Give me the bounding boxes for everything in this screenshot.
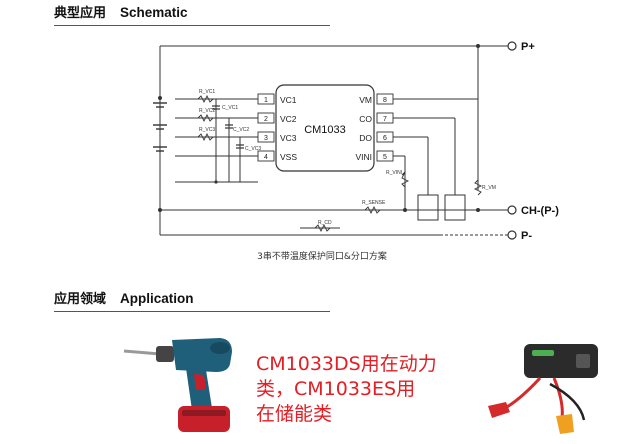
application-heading-en: Application bbox=[120, 291, 194, 306]
application-heading-rule bbox=[54, 311, 330, 312]
application-line-3: 在储能类 bbox=[256, 403, 333, 425]
label-rvc3: R_VC3 bbox=[199, 127, 215, 133]
schematic-heading: 典型应用 Schematic bbox=[54, 2, 188, 21]
label-rvc2: R_VC2 bbox=[199, 108, 215, 114]
pin-7-number: 7 bbox=[383, 116, 387, 123]
pin-1-number: 1 bbox=[264, 97, 268, 104]
pin-label-vm: VM bbox=[359, 95, 372, 105]
schematic-caption: 3串不带温度保护同口&分口方案 bbox=[257, 252, 387, 262]
chip-name: CM1033 bbox=[304, 124, 346, 136]
pin-label-do: DO bbox=[359, 133, 372, 143]
label-cvc2: C_VC2 bbox=[233, 127, 249, 133]
schematic-heading-cn: 典型应用 bbox=[54, 6, 107, 21]
terminal-ch-p-label: CH-(P-) bbox=[521, 205, 559, 217]
pin-label-vc3: VC3 bbox=[280, 133, 297, 143]
drill-image bbox=[123, 338, 232, 432]
yellow-clamp-icon bbox=[556, 414, 574, 434]
terminal-p-minus-label: P- bbox=[521, 230, 532, 242]
pin-label-vc1: VC1 bbox=[280, 95, 297, 105]
application-heading: 应用领域 Application bbox=[54, 288, 194, 307]
label-rvc1: R_VC1 bbox=[199, 89, 215, 95]
drill-battery-icon bbox=[178, 406, 230, 432]
terminal-p-minus-icon bbox=[507, 230, 517, 240]
label-rcd: R_CD bbox=[318, 220, 332, 226]
label-rvm: R_VM bbox=[482, 185, 496, 191]
terminal-ch-p-icon bbox=[507, 205, 517, 215]
pin-4-number: 4 bbox=[264, 154, 268, 161]
application-line-2: 类，CM1033ES用 bbox=[256, 378, 416, 400]
application-line-1: CM1033DS用在动力 bbox=[256, 353, 437, 375]
terminal-p-plus-icon bbox=[507, 41, 517, 51]
schematic-heading-rule bbox=[54, 25, 330, 26]
pin-5-number: 5 bbox=[383, 154, 387, 161]
label-rsense: R_SENSE bbox=[362, 200, 386, 206]
pin-3-number: 3 bbox=[264, 135, 268, 142]
schematic-heading-en: Schematic bbox=[120, 5, 188, 20]
red-clamp-icon bbox=[488, 402, 510, 418]
pin-6-number: 6 bbox=[383, 135, 387, 142]
chip-body bbox=[275, 84, 375, 172]
label-cvc1: C_VC1 bbox=[222, 105, 238, 111]
terminal-p-plus-label: P+ bbox=[521, 41, 535, 53]
label-cvc3: C_VC3 bbox=[245, 146, 261, 152]
application-heading-cn: 应用领域 bbox=[54, 292, 107, 307]
jump-starter-image bbox=[488, 344, 598, 434]
label-rvini: R_VINI bbox=[386, 170, 402, 176]
pin-label-vss: VSS bbox=[280, 152, 297, 162]
pin-2-number: 2 bbox=[264, 116, 268, 123]
application-description: CM1033DS用在动力 类，CM1033ES用 在储能类 bbox=[256, 352, 471, 427]
pin-label-vini: VINI bbox=[355, 152, 372, 162]
pin-8-number: 8 bbox=[383, 97, 387, 104]
pin-label-co: CO bbox=[359, 114, 372, 124]
schematic-diagram: 1 2 3 4 8 7 6 5 VC1 VC2 VC3 VSS VM CO DO… bbox=[153, 41, 559, 242]
pin-label-vc2: VC2 bbox=[280, 114, 297, 124]
